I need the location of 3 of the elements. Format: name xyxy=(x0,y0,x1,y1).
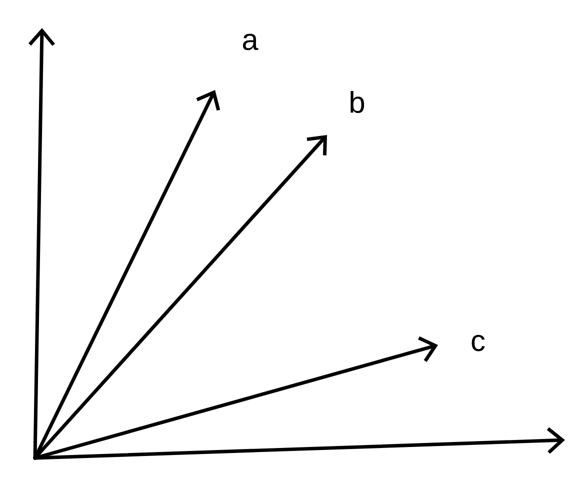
vector-label: a xyxy=(242,34,258,50)
vector-label: c xyxy=(472,334,485,352)
vector-label: b xyxy=(350,91,364,113)
